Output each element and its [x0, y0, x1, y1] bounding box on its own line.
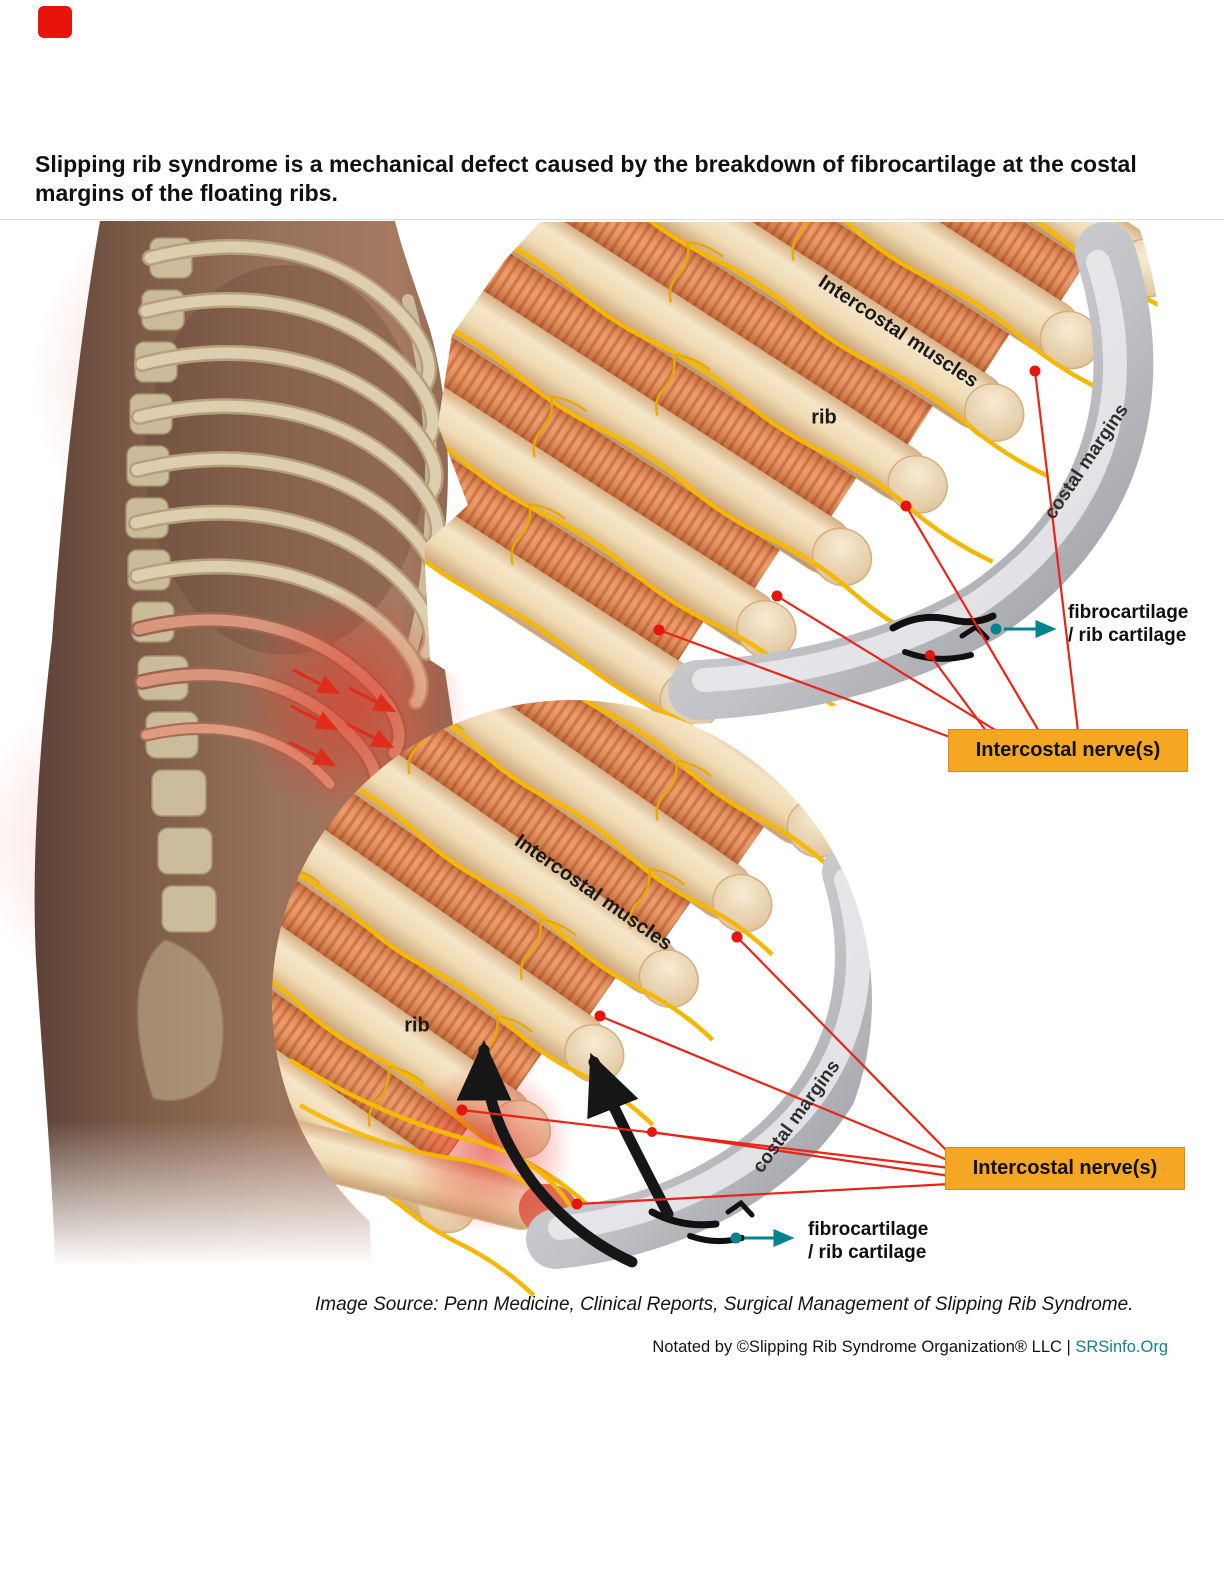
top-rib-panel: [424, 222, 1177, 800]
rib-slip-arrow-large-icon: [456, 1040, 638, 1268]
nerve-pointer-lines-bottom: [461, 936, 951, 1206]
fibrocartilage-line2: / rib cartilage: [808, 1242, 927, 1264]
intercostal-nerves-badge-label: Intercostal nerve(s): [975, 739, 1161, 761]
torso-figure: [0, 221, 505, 1266]
label-fibrocartilage-top: fibrocartilage / rib cartilage: [1068, 601, 1188, 647]
notation-credit: Notated by ©Slipping Rib Syndrome Organi…: [652, 1338, 1168, 1357]
fibrocartilage-pointer-top: [990, 620, 1057, 638]
intercostal-nerves-badge-bottom: Intercostal nerve(s): [945, 1147, 1185, 1190]
notation-text: Notated by ©Slipping Rib Syndrome Organi…: [652, 1338, 1076, 1356]
slipping-direction-arrows-icon: [288, 668, 397, 767]
fibrocartilage-breakdown-top: [889, 612, 997, 662]
label-rib-top: rib: [811, 406, 837, 429]
corner-mark: [38, 6, 72, 38]
fibrocartilage-pointer-bottom: [730, 1229, 795, 1247]
srsinfo-link[interactable]: SRSinfo.Org: [1075, 1338, 1168, 1356]
annotation-layer: [456, 365, 1080, 1268]
nerve-pointer-lines-top: [658, 370, 1080, 744]
label-fibrocartilage-bottom: fibrocartilage / rib cartilage: [808, 1218, 928, 1264]
header-divider: [0, 219, 1224, 220]
label-rib-bottom: rib: [404, 1014, 430, 1037]
page-title: Slipping rib syndrome is a mechanical de…: [35, 151, 1137, 206]
fibrocartilage-line1: fibrocartilage: [808, 1219, 929, 1240]
intercostal-nerves-badge-top: Intercostal nerve(s): [948, 729, 1188, 772]
bottom-rib-circle: [272, 700, 872, 1300]
inflammation-highlight: [403, 1063, 573, 1233]
image-source-credit: Image Source: Penn Medicine, Clinical Re…: [315, 1294, 1134, 1315]
intercostal-nerves-badge-label: Intercostal nerve(s): [972, 1157, 1158, 1179]
rib-slip-arrow-small-icon: [587, 1052, 674, 1220]
fibrocartilage-line2: / rib cartilage: [1068, 625, 1187, 647]
fibrocartilage-line1: fibrocartilage: [1068, 602, 1189, 623]
nerve-points-top: [653, 365, 1041, 660]
nerve-points-bottom: [456, 931, 743, 1210]
